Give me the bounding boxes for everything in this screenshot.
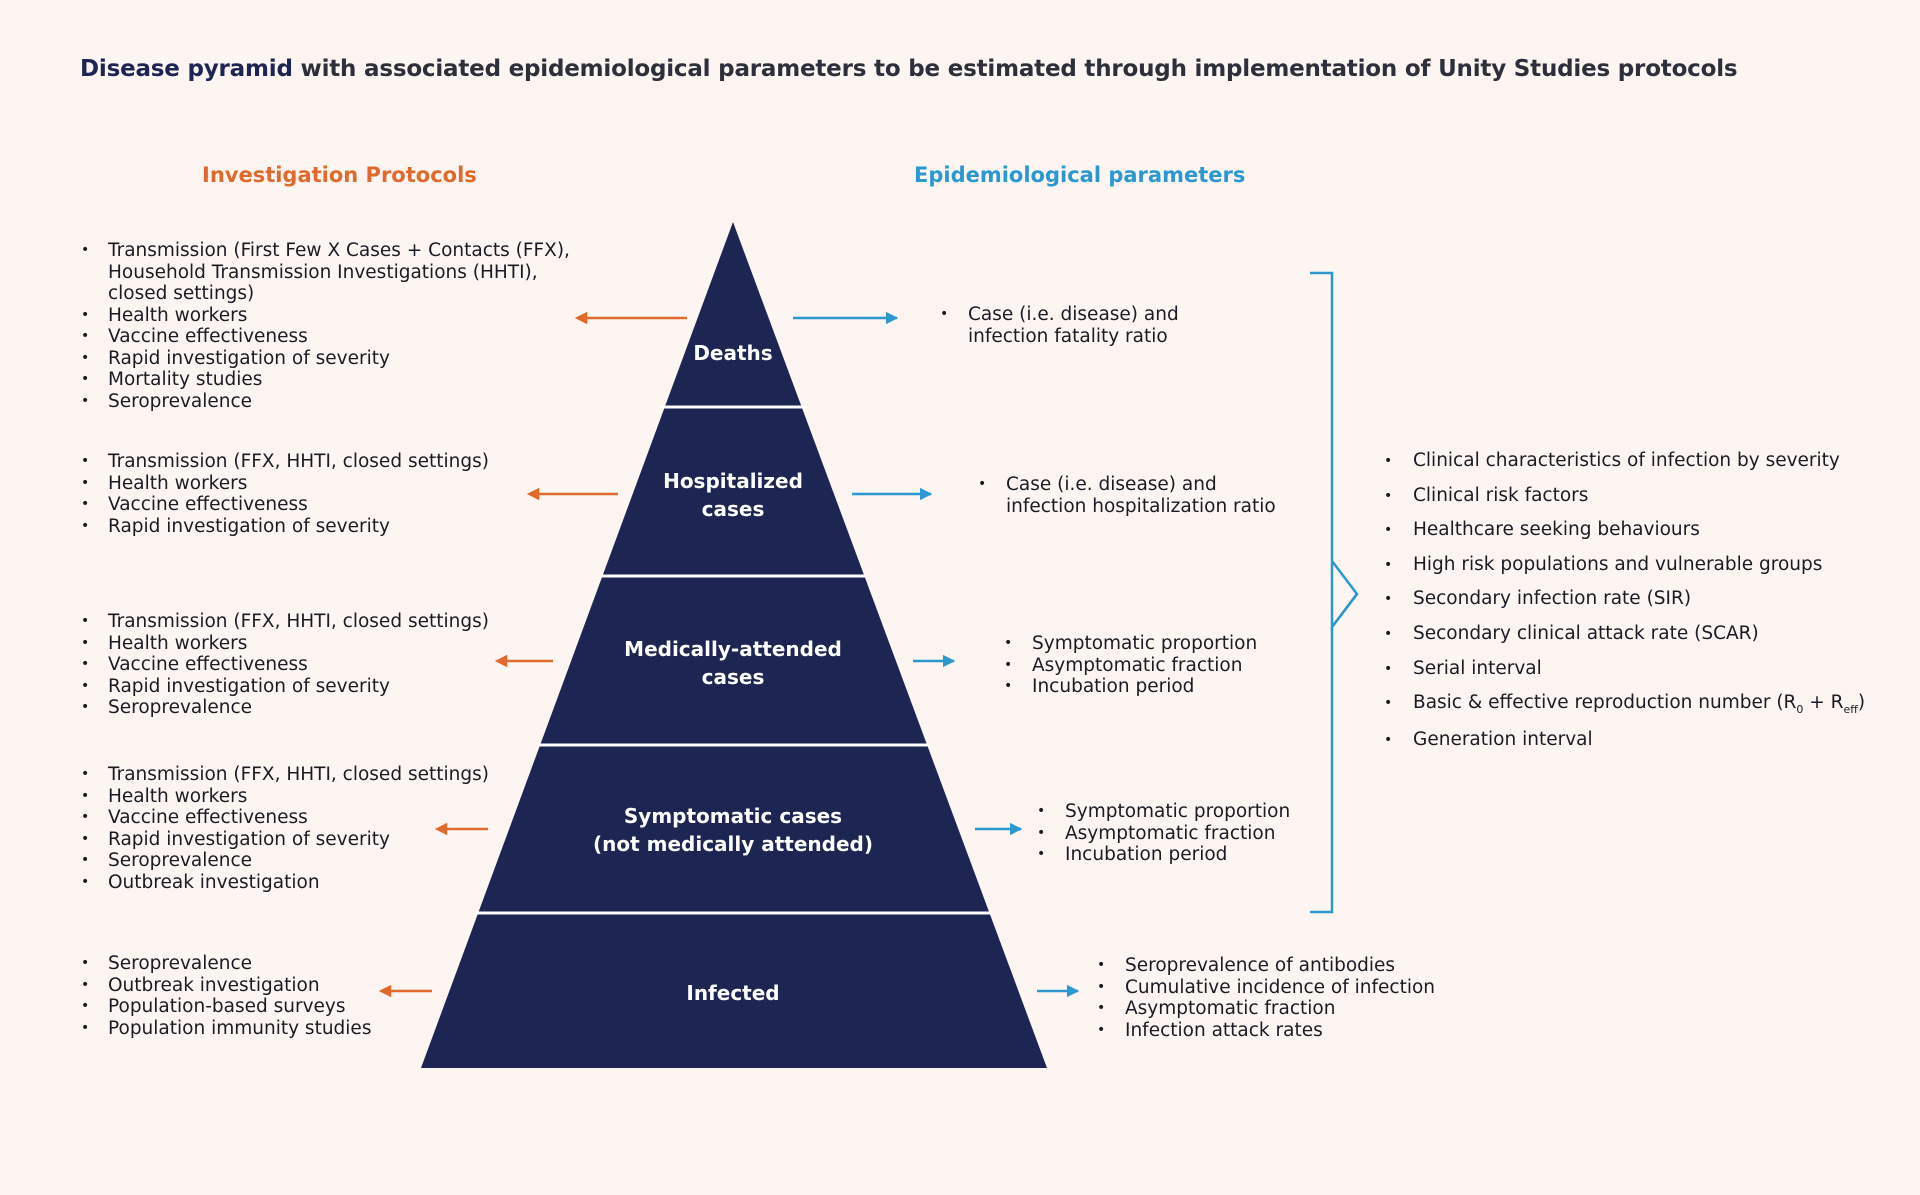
list-item-continued: Household Transmission Investigations (H… bbox=[81, 262, 570, 284]
list-item-text: closed settings) bbox=[108, 283, 255, 304]
list-item-text: Case (i.e. disease) and bbox=[968, 304, 1179, 325]
protocols-medically-attended: Transmission (FFX, HHTI, closed settings… bbox=[81, 611, 489, 719]
list-item: Asymptomatic fraction bbox=[1097, 998, 1435, 1020]
tier-label-medically-attended: Medically-attended bbox=[624, 637, 842, 661]
grouping-brace-lower bbox=[1310, 593, 1358, 914]
subscript-basic: 0 bbox=[1796, 703, 1804, 717]
list-item: Vaccine effectiveness bbox=[81, 494, 489, 516]
list-item: Health workers bbox=[81, 633, 489, 655]
parameters-medically-attended: Symptomatic proportion Asymptomatic frac… bbox=[1004, 633, 1257, 698]
reproduction-number-item: Basic & effective reproduction number (R… bbox=[1384, 686, 1865, 723]
list-item: Transmission (FFX, HHTI, closed settings… bbox=[81, 451, 489, 473]
epidemiological-parameters-header: Epidemiological parameters bbox=[914, 163, 1246, 187]
list-item: Symptomatic proportion bbox=[1037, 801, 1290, 823]
title-highlight: Disease pyramid bbox=[80, 56, 293, 82]
list-item: Population immunity studies bbox=[81, 1018, 371, 1040]
list-item: Rapid investigation of severity bbox=[81, 348, 570, 370]
list-item-text: Household Transmission Investigations (H… bbox=[108, 261, 538, 283]
list-item: Outbreak investigation bbox=[81, 975, 371, 997]
list-item: Seroprevalence bbox=[81, 697, 489, 719]
tier-label-hospitalized: Hospitalized bbox=[663, 469, 803, 493]
tier-label-symptomatic: Symptomatic cases bbox=[624, 804, 842, 828]
list-item: Mortality studies bbox=[81, 369, 570, 391]
protocols-symptomatic: Transmission (FFX, HHTI, closed settings… bbox=[81, 764, 489, 893]
parameters-symptomatic: Symptomatic proportion Asymptomatic frac… bbox=[1037, 801, 1290, 866]
list-item: Infection attack rates bbox=[1097, 1020, 1435, 1042]
list-item: Healthcare seeking behaviours bbox=[1384, 513, 1865, 548]
list-item: Symptomatic proportion bbox=[1004, 633, 1257, 655]
tier-label-hospitalized-line2: cases bbox=[702, 497, 765, 521]
list-item: Serial interval bbox=[1384, 652, 1865, 687]
list-item: Vaccine effectiveness bbox=[81, 326, 570, 348]
list-item: High risk populations and vulnerable gro… bbox=[1384, 548, 1865, 583]
tier-labels: Deaths Hospitalized cases Medically-atte… bbox=[593, 341, 873, 1005]
tier-dividers bbox=[474, 405, 992, 915]
tier-label-deaths: Deaths bbox=[693, 341, 772, 365]
list-item: Seroprevalence of antibodies bbox=[1097, 955, 1435, 977]
title-rest: with associated epidemiological paramete… bbox=[292, 56, 1738, 82]
list-item: Rapid investigation of severity bbox=[81, 829, 489, 851]
list-item: Secondary infection rate (SIR) bbox=[1384, 582, 1865, 617]
list-item-text: Basic & effective reproduction number (R bbox=[1413, 692, 1797, 714]
list-item: Secondary clinical attack rate (SCAR) bbox=[1384, 617, 1865, 652]
list-item: Vaccine effectiveness bbox=[81, 654, 489, 676]
list-item: Rapid investigation of severity bbox=[81, 676, 489, 698]
tier-label-symptomatic-line2: (not medically attended) bbox=[593, 832, 873, 856]
protocols-hospitalized: Transmission (FFX, HHTI, closed settings… bbox=[81, 451, 489, 537]
protocols-deaths: Transmission (First Few X Cases + Contac… bbox=[81, 240, 570, 412]
subscript-effective: eff bbox=[1843, 703, 1858, 717]
tier-label-medically-attended-line2: cases bbox=[702, 665, 765, 689]
list-item-continued: closed settings) bbox=[81, 283, 570, 305]
list-item-text: ) bbox=[1857, 692, 1866, 714]
protocols-infected: Seroprevalence Outbreak investigation Po… bbox=[81, 953, 371, 1039]
list-item-text: Case (i.e. disease) and bbox=[1006, 474, 1217, 495]
list-item: Seroprevalence bbox=[81, 391, 570, 413]
list-item: Asymptomatic fraction bbox=[1037, 823, 1290, 845]
list-item: Generation interval bbox=[1384, 723, 1865, 758]
pyramid-body bbox=[421, 222, 1047, 1068]
list-item: Health workers bbox=[81, 473, 489, 495]
list-item: Incubation period bbox=[1004, 676, 1257, 698]
list-item-text: infection hospitalization ratio bbox=[1006, 495, 1276, 517]
list-item: Population-based surveys bbox=[81, 996, 371, 1018]
figure-title: Disease pyramid with associated epidemio… bbox=[80, 56, 1738, 82]
parameter-arrows bbox=[793, 311, 1080, 998]
list-item: Transmission (FFX, HHTI, closed settings… bbox=[81, 611, 489, 633]
list-item: Rapid investigation of severity bbox=[81, 516, 489, 538]
list-item: Clinical risk factors bbox=[1384, 479, 1865, 514]
list-item: Vaccine effectiveness bbox=[81, 807, 489, 829]
list-item: Seroprevalence bbox=[81, 953, 371, 975]
list-item-text: infection fatality ratio bbox=[968, 325, 1168, 347]
list-item: Cumulative incidence of infection bbox=[1097, 977, 1435, 999]
list-item: Asymptomatic fraction bbox=[1004, 655, 1257, 677]
list-item: Transmission (First Few X Cases + Contac… bbox=[81, 240, 570, 262]
list-item: Incubation period bbox=[1037, 844, 1290, 866]
list-item: Health workers bbox=[81, 786, 489, 808]
list-item: Health workers bbox=[81, 305, 570, 327]
list-item: Outbreak investigation bbox=[81, 872, 489, 894]
shared-parameters: Clinical characteristics of infection by… bbox=[1384, 444, 1865, 757]
list-item: Seroprevalence bbox=[81, 850, 489, 872]
list-item: Transmission (FFX, HHTI, closed settings… bbox=[81, 764, 489, 786]
list-item: Clinical characteristics of infection by… bbox=[1384, 444, 1865, 479]
tier-label-infected: Infected bbox=[686, 981, 779, 1005]
list-item-text: + R bbox=[1803, 692, 1844, 714]
grouping-brace-upper bbox=[1310, 271, 1359, 631]
parameters-infected: Seroprevalence of antibodies Cumulative … bbox=[1097, 955, 1435, 1041]
investigation-protocols-header: Investigation Protocols bbox=[202, 163, 477, 187]
